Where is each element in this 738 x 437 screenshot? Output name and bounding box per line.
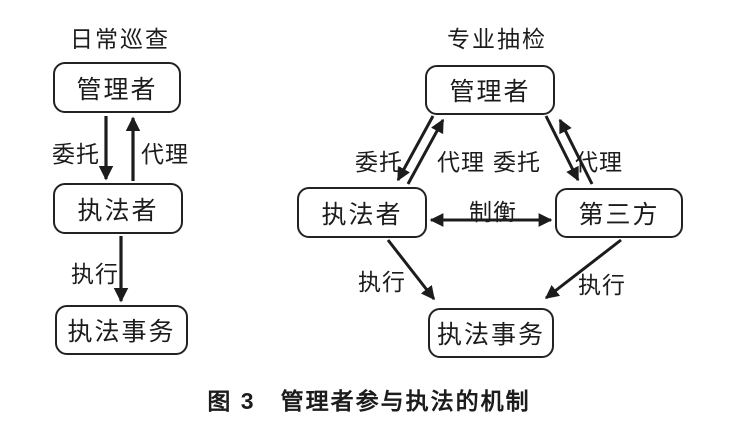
left-agent-label: 代理 — [141, 142, 189, 167]
left-entrust-label: 委托 — [52, 142, 100, 167]
left-node-affairs: 执法事务 — [55, 305, 188, 355]
right-entrust-left-arrow — [396, 115, 435, 182]
right-execute-right-arrow — [544, 238, 622, 300]
right-agent-right-arrow — [558, 118, 594, 185]
left-diagram-title: 日常巡查 — [70, 27, 170, 52]
right-node-enforcer: 执法者 — [297, 187, 427, 238]
right-node-third-party: 第三方 — [555, 188, 683, 238]
right-node-manager: 管理者 — [425, 65, 555, 115]
right-entrust-right-arrow — [544, 115, 580, 182]
right-entrust-right-label: 委托 — [493, 150, 541, 175]
right-execute-left-arrow — [386, 239, 436, 301]
left-node-manager: 管理者 — [53, 62, 181, 113]
right-execute-left-label: 执行 — [358, 270, 406, 295]
figure-caption: 图 3 管理者参与执法的机制 — [207, 388, 531, 414]
right-agent-left-label: 代理 — [437, 150, 485, 175]
right-execute-right-label: 执行 — [578, 273, 626, 298]
right-agent-right-label: 代理 — [575, 150, 623, 175]
right-node-affairs: 执法事务 — [428, 308, 554, 358]
left-execute-label: 执行 — [71, 262, 119, 287]
left-node-enforcer: 执法者 — [53, 183, 183, 234]
right-agent-left-arrow — [406, 118, 445, 185]
right-diagram-title: 专业抽检 — [447, 27, 547, 52]
right-balance-label: 制衡 — [469, 200, 517, 225]
right-entrust-left-label: 委托 — [355, 150, 403, 175]
